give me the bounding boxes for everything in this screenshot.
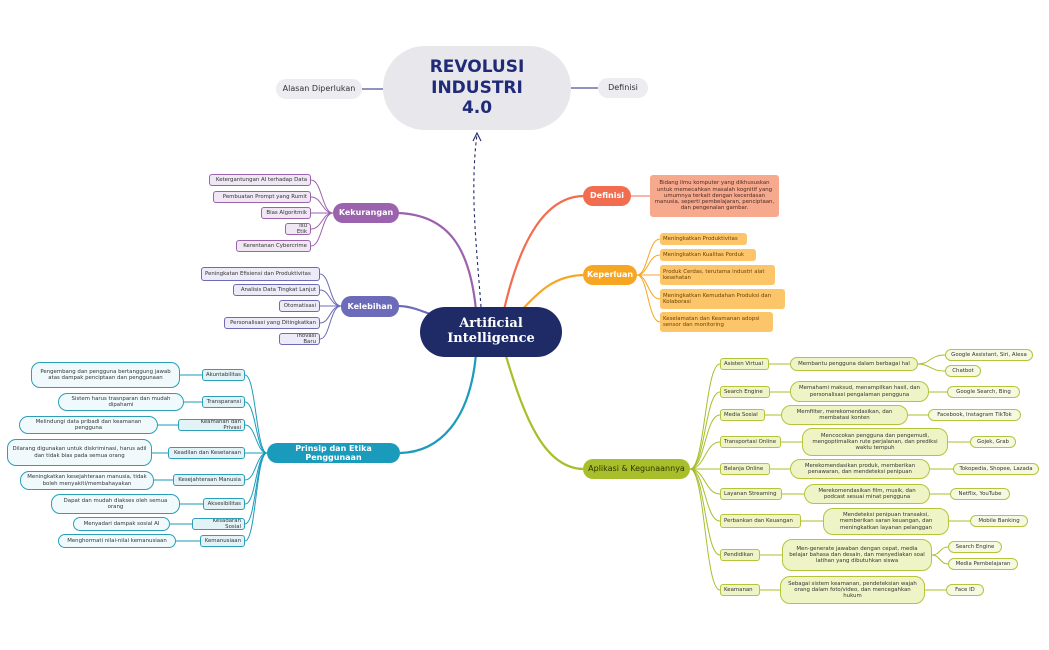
aplikasi-item[interactable]: Layanan Streaming: [720, 488, 782, 500]
aplikasi-desc[interactable]: Memahami maksud, menampilkan hasil, dan …: [790, 381, 929, 402]
aplikasi-desc[interactable]: Memfilter, merekomendasikan, dan membata…: [781, 405, 908, 425]
prinsip-item[interactable]: Transparansi: [202, 396, 245, 408]
kelebihan-item[interactable]: Otomatisasi: [279, 300, 320, 312]
prinsip-item[interactable]: Kesejahteraan Manusia: [173, 474, 245, 486]
branch-prinsip[interactable]: Prinsip dan Etika Penggunaan: [267, 443, 400, 463]
aplikasi-desc[interactable]: Mendeteksi penipuan transaksi, memberika…: [823, 508, 949, 535]
kekurangan-item[interactable]: Pembuatan Prompt yang Rumit: [213, 191, 311, 203]
aplikasi-item[interactable]: Belanja Online: [720, 463, 770, 475]
aplikasi-example[interactable]: Face ID: [946, 584, 984, 596]
aplikasi-desc[interactable]: Merekomendasikan film, musik, dan podcas…: [804, 484, 930, 504]
aplikasi-example[interactable]: Chatbot: [945, 365, 981, 377]
aplikasi-desc[interactable]: Mencocokan pengguna dan pengemudi, mengo…: [802, 428, 948, 456]
edge-keperluan: [519, 273, 584, 313]
kekurangan-item[interactable]: Isu Etik: [285, 223, 311, 235]
prinsip-item[interactable]: Kemanusiaan: [200, 535, 245, 547]
edge-prinsip: [399, 353, 478, 455]
aplikasi-example[interactable]: Google Assistant, Siri, Alexa: [945, 349, 1033, 361]
branch-kelebihan[interactable]: Kelebihan: [341, 296, 399, 317]
keperluan-item[interactable]: Meningkatkan Produktivitas: [660, 233, 747, 245]
aplikasi-example[interactable]: Tokopedia, Shopee, Lazada: [953, 463, 1039, 475]
kelebihan-item[interactable]: Peningkatan Efisiensi dan Produktivitas: [201, 267, 320, 281]
aplikasi-item[interactable]: Search Engine: [720, 386, 770, 398]
prinsip-desc[interactable]: Pengembang dan pengguna bertanggung jawa…: [31, 362, 180, 388]
prinsip-item[interactable]: Kesadaran Sosial: [192, 518, 245, 530]
aplikasi-item[interactable]: Pendidikan: [720, 549, 760, 561]
root-left-label[interactable]: Alasan Diperlukan: [276, 79, 362, 99]
aplikasi-example[interactable]: Mobile Banking: [970, 515, 1028, 527]
relation-line: [473, 133, 482, 308]
keperluan-item[interactable]: Produk Cerdas, terutama industri alat ke…: [660, 265, 775, 285]
kelebihan-item[interactable]: Inovasi Baru: [279, 333, 320, 345]
prinsip-desc[interactable]: Menyadari dampak sosial AI: [73, 517, 170, 531]
aplikasi-desc[interactable]: Membantu pengguna dalam berbagai hal: [790, 357, 918, 371]
branch-aplikasi[interactable]: Aplikasi & Kegunaannya: [583, 459, 690, 479]
aplikasi-item[interactable]: Asisten Virtual: [720, 358, 769, 370]
aplikasi-example[interactable]: Google Search, Bing: [947, 386, 1020, 398]
root-right-label[interactable]: Definisi: [598, 78, 648, 98]
prinsip-desc[interactable]: Meningkatkan kesejahteraan manusia, tida…: [20, 471, 154, 490]
prinsip-item[interactable]: Aksesibilitas: [203, 498, 245, 510]
prinsip-desc[interactable]: Dapat dan mudah diakses oleh semua orang: [51, 494, 180, 514]
edge-aplikasi: [504, 355, 584, 471]
kekurangan-item[interactable]: Ketergantungan AI terhadap Data: [209, 174, 311, 186]
prinsip-desc[interactable]: Dilarang digunakan untuk diskriminasi, h…: [7, 439, 152, 466]
definisi-desc[interactable]: Bidang ilmu komputer yang dikhususkan un…: [650, 175, 779, 217]
kekurangan-item[interactable]: Kerentanan Cybercrime: [236, 240, 311, 252]
aplikasi-desc[interactable]: Merekomendasikan produk, memberikan pena…: [790, 459, 930, 479]
edge-kekurangan: [397, 211, 478, 311]
branch-kekurangan[interactable]: Kekurangan: [333, 203, 399, 223]
keperluan-item[interactable]: Meningkatkan Kemudahan Produksi dan Kola…: [660, 289, 785, 309]
aplikasi-example[interactable]: Gojek, Grab: [970, 436, 1016, 448]
root-topic[interactable]: REVOLUSI INDUSTRI 4.0: [383, 46, 571, 130]
prinsip-desc[interactable]: Menghormati nilai-nilai kemanusiaan: [58, 534, 176, 548]
prinsip-desc[interactable]: Sistem harus trasnparan dan mudah dipaha…: [58, 393, 184, 411]
prinsip-item[interactable]: Keadilan dan Kesetaraan: [168, 447, 245, 459]
prinsip-item[interactable]: Keamanan dan Privasi: [178, 419, 245, 431]
aplikasi-item[interactable]: Keamanan: [720, 584, 760, 596]
relation-arrow: [472, 131, 482, 142]
branch-keperluan[interactable]: Keperluan: [583, 265, 637, 285]
aplikasi-example[interactable]: Media Pembelajaran: [948, 558, 1018, 570]
kekurangan-item[interactable]: Bias Algoritmik: [261, 207, 311, 219]
kelebihan-item[interactable]: Analisis Data Tingkat Lanjut: [233, 284, 320, 296]
aplikasi-item[interactable]: Perbankan dan Keuangan: [720, 514, 801, 528]
kelebihan-item[interactable]: Personalisasi yang Ditingkatkan: [224, 317, 320, 329]
aplikasi-desc[interactable]: Men-generate jawaban dengan cepat, media…: [782, 539, 932, 571]
branch-definisi[interactable]: Definisi: [583, 186, 631, 206]
aplikasi-item[interactable]: Transportasi Online: [720, 436, 781, 448]
aplikasi-example[interactable]: Facebook, Instagram TikTok: [928, 409, 1021, 421]
aplikasi-item[interactable]: Media Sosial: [720, 409, 765, 421]
prinsip-item[interactable]: Akuntabilitas: [202, 369, 245, 381]
prinsip-desc[interactable]: Melindungi data pribadi dan keamanan pen…: [19, 416, 158, 434]
central-topic[interactable]: Artificial Intelligence: [420, 307, 562, 357]
aplikasi-desc[interactable]: Sebagai sistem keamanan, pendeteksian wa…: [780, 576, 925, 604]
aplikasi-example[interactable]: Netflix, YouTube: [950, 488, 1010, 500]
keperluan-item[interactable]: Keselamatan dan Keamanan adopsi sensor d…: [660, 312, 773, 332]
aplikasi-example[interactable]: Search Engine: [948, 541, 1002, 553]
keperluan-item[interactable]: Meningkatkan Kualitas Porduk: [660, 249, 756, 261]
edge-definisi: [502, 194, 584, 311]
